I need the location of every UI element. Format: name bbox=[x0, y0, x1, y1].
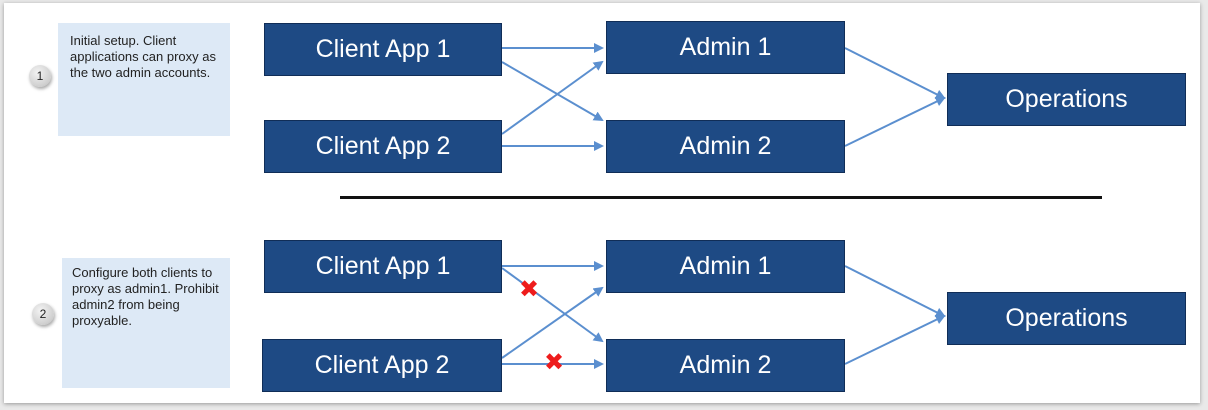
p2-operations-label: Operations bbox=[1005, 304, 1128, 332]
arrow-p1-client1-admin2 bbox=[501, 61, 604, 122]
blocked-x-icon: ✖ bbox=[544, 349, 565, 376]
p1-operations-label: Operations bbox=[1005, 85, 1128, 113]
p1-client-app-1-label: Client App 1 bbox=[315, 35, 451, 63]
p1-operations-box: Operations bbox=[947, 73, 1186, 126]
p2-operations-box: Operations bbox=[947, 292, 1186, 345]
p1-admin-1-label: Admin 1 bbox=[679, 33, 772, 61]
p2-client-app-2-label: Client App 2 bbox=[314, 351, 450, 379]
arrow-p2-client2-admin1 bbox=[501, 286, 604, 359]
p2-admin-2-box: Admin 2 bbox=[606, 339, 845, 392]
p2-admin-1-box: Admin 1 bbox=[606, 240, 845, 293]
p1-client-app-2-box: Client App 2 bbox=[264, 120, 502, 173]
arrow-p2-admin2-operations bbox=[844, 314, 946, 365]
p2-client-app-1-label: Client App 1 bbox=[315, 252, 451, 280]
arrow-p1-admin1-operations bbox=[844, 47, 946, 99]
p1-client-app-1-box: Client App 1 bbox=[264, 23, 502, 76]
arrow-p2-client1-admin2 bbox=[501, 267, 604, 343]
step-2-note: Configure both clients to proxy as admin… bbox=[62, 258, 230, 388]
p1-admin-2-box: Admin 2 bbox=[606, 120, 845, 173]
blocked-x-icon: ✖ bbox=[519, 276, 540, 303]
p2-admin-1-label: Admin 1 bbox=[679, 252, 772, 280]
arrow-p1-client2-admin1 bbox=[501, 60, 604, 135]
arrow-p1-admin2-operations bbox=[844, 96, 946, 147]
p2-client-app-1-box: Client App 1 bbox=[264, 240, 502, 293]
arrow-p2-admin1-operations bbox=[844, 265, 946, 317]
p1-admin-2-label: Admin 2 bbox=[679, 132, 772, 160]
p1-client-app-2-label: Client App 2 bbox=[315, 132, 451, 160]
p1-admin-1-box: Admin 1 bbox=[606, 21, 845, 74]
step-1-note: Initial setup. Client applications can p… bbox=[58, 23, 230, 136]
step-badge-2: 2 bbox=[32, 303, 54, 325]
p2-admin-2-label: Admin 2 bbox=[679, 351, 772, 379]
p2-client-app-2-box: Client App 2 bbox=[262, 339, 502, 392]
step-badge-1: 1 bbox=[29, 65, 51, 87]
section-divider bbox=[340, 196, 1102, 199]
